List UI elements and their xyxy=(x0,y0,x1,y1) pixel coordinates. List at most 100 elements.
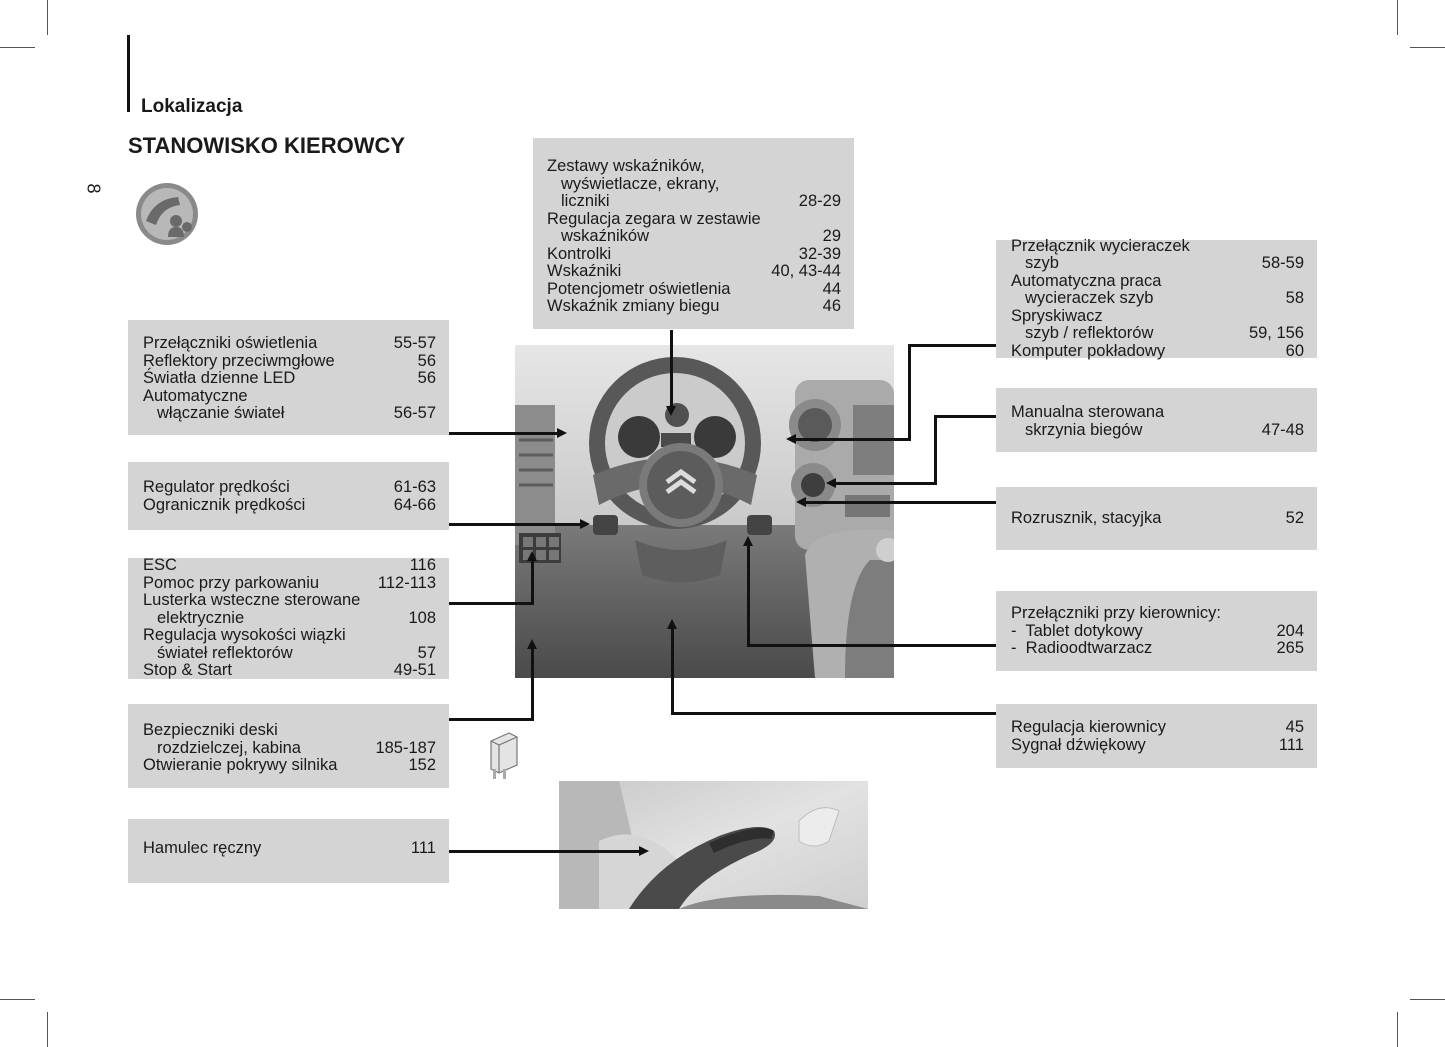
dashboard-illustration xyxy=(515,345,894,678)
entry-label: Spryskiwacz xyxy=(1011,306,1103,325)
leader-line xyxy=(934,415,996,418)
leader-line xyxy=(449,432,557,435)
entry-label: Sygnał dźwiękowy xyxy=(1011,735,1146,754)
entry-page: 29 xyxy=(822,227,841,245)
entry-label: skrzynia biegów xyxy=(1025,420,1143,439)
entry-row: elektrycznie 108 xyxy=(143,608,436,628)
leader-line xyxy=(449,718,534,721)
leader-line xyxy=(908,344,996,347)
page-number: 8 xyxy=(83,183,104,194)
entry-page: 111 xyxy=(410,839,436,857)
entry-page: 116 xyxy=(409,556,436,575)
entry-label: Rozrusznik, stacyjka xyxy=(1011,509,1162,527)
entry-label: Przełączniki oświetlenia xyxy=(143,334,318,352)
wheel-switches-box: Przełączniki przy kierownicy:- Tablet do… xyxy=(996,591,1317,671)
entry-label: Zestawy wskaźników, xyxy=(547,157,705,175)
entry-page: 152 xyxy=(408,756,436,774)
leader-line xyxy=(934,415,937,485)
entry-label: elektrycznie xyxy=(157,608,245,627)
entry-label: - Tablet dotykowy xyxy=(1011,621,1143,640)
entry-row: Regulacja zegara w zestawie xyxy=(547,209,841,229)
entry-label: wycieraczek szyb xyxy=(1025,289,1154,308)
entry-page: 204 xyxy=(1276,621,1304,640)
entry-row: Spryskiwacz xyxy=(1011,306,1304,326)
arrow-head xyxy=(743,536,753,546)
page-title: STANOWISKO KIEROWCY xyxy=(128,133,406,158)
entry-page: 56-57 xyxy=(393,404,436,422)
arrow-head xyxy=(666,406,676,416)
entry-row: Rozrusznik, stacyjka 52 xyxy=(1011,509,1304,528)
entry-page: 47-48 xyxy=(1261,420,1304,439)
entry-label: liczniki xyxy=(561,192,610,210)
arrow-head xyxy=(667,619,677,629)
crop-mark xyxy=(47,1012,48,1047)
entry-row: wyświetlacze, ekrany, xyxy=(547,174,841,194)
entry-row: Komputer pokładowy 60 xyxy=(1011,341,1304,361)
entry-page: 55-57 xyxy=(393,334,436,352)
leader-line xyxy=(531,648,534,721)
entry-row: Manualna sterowana xyxy=(1011,403,1304,422)
leader-line xyxy=(670,330,673,408)
entry-page: 58 xyxy=(1285,289,1304,308)
entry-label: Ogranicznik prędkości xyxy=(143,495,306,514)
header-rule xyxy=(127,35,130,112)
entry-page: 52 xyxy=(1285,509,1304,527)
entry-row: Potencjometr oświetlenia 44 xyxy=(547,279,841,299)
entry-row: Przełączniki przy kierownicy: xyxy=(1011,604,1304,623)
entry-label: Stop & Start xyxy=(143,661,232,680)
entry-label: szyb xyxy=(1025,254,1059,273)
arrow-head xyxy=(527,639,537,649)
entry-page: 60 xyxy=(1285,341,1304,360)
crop-mark xyxy=(47,0,48,35)
crop-mark xyxy=(1397,1012,1398,1047)
crop-mark xyxy=(1410,999,1445,1000)
entry-row: Przełącznik wycieraczek xyxy=(1011,236,1304,256)
entry-row: - Tablet dotykowy 204 xyxy=(1011,621,1304,641)
entry-row: wskaźników 29 xyxy=(547,227,841,246)
entry-page: 265 xyxy=(1276,639,1304,657)
entry-label: wyświetlacze, ekrany, xyxy=(561,174,720,193)
handbrake-illustration xyxy=(559,781,868,909)
entry-row: Automatyczne xyxy=(143,387,436,406)
arrow-head xyxy=(580,519,590,529)
entry-label: Potencjometr oświetlenia xyxy=(547,279,731,298)
entry-label: Przełącznik wycieraczek xyxy=(1011,236,1190,255)
entry-label: Komputer pokładowy xyxy=(1011,341,1166,360)
entry-page: 45 xyxy=(1285,718,1304,736)
entry-row: Regulacja wysokości wiązki xyxy=(143,627,436,645)
entry-label: Regulacja zegara w zestawie xyxy=(547,209,761,228)
leader-line xyxy=(449,523,580,526)
entry-label: Kontrolki xyxy=(547,244,612,263)
arrow-head xyxy=(796,497,806,507)
arrow-head xyxy=(557,428,567,438)
entry-page: 44 xyxy=(822,279,841,298)
entry-label: Wskaźniki xyxy=(547,262,622,280)
entry-label: Pomoc przy parkowaniu xyxy=(143,573,320,592)
entry-label: Światła dzienne LED xyxy=(143,369,296,387)
entry-label: Przełączniki przy kierownicy: xyxy=(1011,604,1221,622)
leader-line xyxy=(671,628,674,715)
entry-row: Hamulec ręczny 111 xyxy=(143,839,436,858)
leader-line xyxy=(908,344,911,441)
entry-page: 108 xyxy=(408,608,436,627)
entry-label: Lusterka wsteczne sterowane xyxy=(143,591,361,610)
entry-label: Hamulec ręczny xyxy=(143,839,262,857)
entry-label: wskaźników xyxy=(561,227,650,245)
